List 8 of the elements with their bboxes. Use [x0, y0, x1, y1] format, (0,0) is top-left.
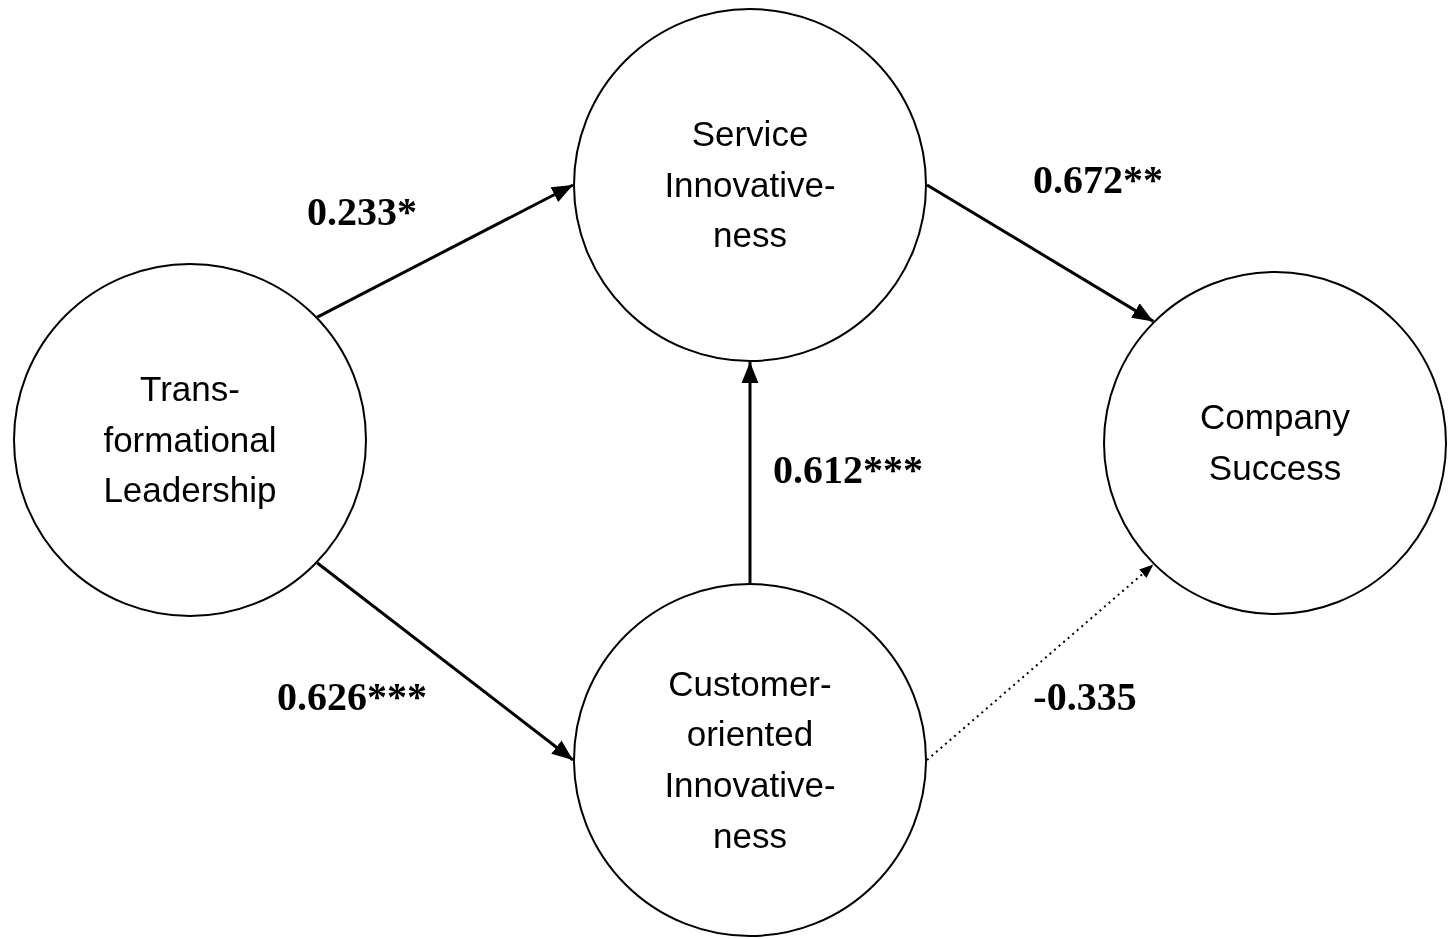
construct-label: Trans- formational Leadership — [102, 367, 278, 512]
construct-label: Service Innovative- ness — [663, 112, 837, 257]
arrow — [741, 362, 759, 583]
arrow — [926, 183, 1155, 323]
construct-label: Company Success — [1199, 396, 1351, 489]
construct-label: Customer- oriented Innovative- ness — [663, 662, 837, 857]
arrow — [316, 561, 574, 762]
arrow — [316, 183, 574, 319]
